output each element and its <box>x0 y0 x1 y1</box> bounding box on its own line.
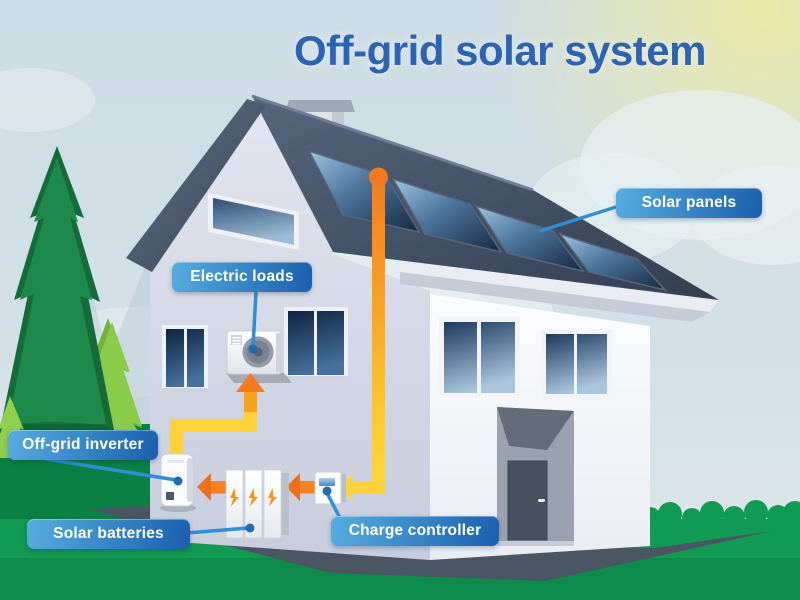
wire-arrow-icon <box>236 373 265 392</box>
solar-panel-array-icon <box>307 149 668 292</box>
pointer-lines <box>45 205 617 535</box>
pointer-dots <box>173 344 332 533</box>
window-icon <box>162 325 208 392</box>
house <box>150 108 650 560</box>
window-icon <box>284 307 348 380</box>
door-icon <box>497 407 574 546</box>
roof-left-slope <box>126 99 266 272</box>
door-handle-icon <box>538 499 545 502</box>
page-title: Off-grid solar system <box>294 27 706 74</box>
label-solar-batteries: Solar batteries <box>27 519 190 549</box>
pointer-line-icon <box>251 291 258 348</box>
wire-arrow-icon <box>197 473 211 501</box>
pointer-line-icon <box>45 457 177 482</box>
wire-panel-to-controller <box>372 172 385 493</box>
pointer-line-icon <box>186 526 249 535</box>
battery-icon <box>263 469 282 539</box>
wiring <box>170 167 388 501</box>
window-icon <box>439 317 520 398</box>
lightning-bolt-icon <box>230 488 277 507</box>
battery-bank <box>225 469 289 539</box>
pointer-line-icon <box>325 492 342 519</box>
pine-tree-dark-icon <box>0 146 114 430</box>
wire-connector-dot <box>369 167 388 187</box>
label-solar-panels: Solar panels <box>616 188 762 218</box>
label-charge-controller: Charge controller <box>331 516 499 546</box>
pointer-line-icon <box>539 205 617 233</box>
label-off-grid-inverter: Off-grid inverter <box>8 430 158 460</box>
wire-arrow-icon <box>286 473 300 501</box>
inverter-icon <box>160 453 196 512</box>
battery-icon <box>225 469 244 539</box>
attic-window-icon <box>208 193 299 250</box>
label-electric-loads: Electric loads <box>172 262 312 292</box>
battery-icon <box>244 469 263 539</box>
roof-icon <box>126 94 719 322</box>
window-icon <box>541 329 612 399</box>
